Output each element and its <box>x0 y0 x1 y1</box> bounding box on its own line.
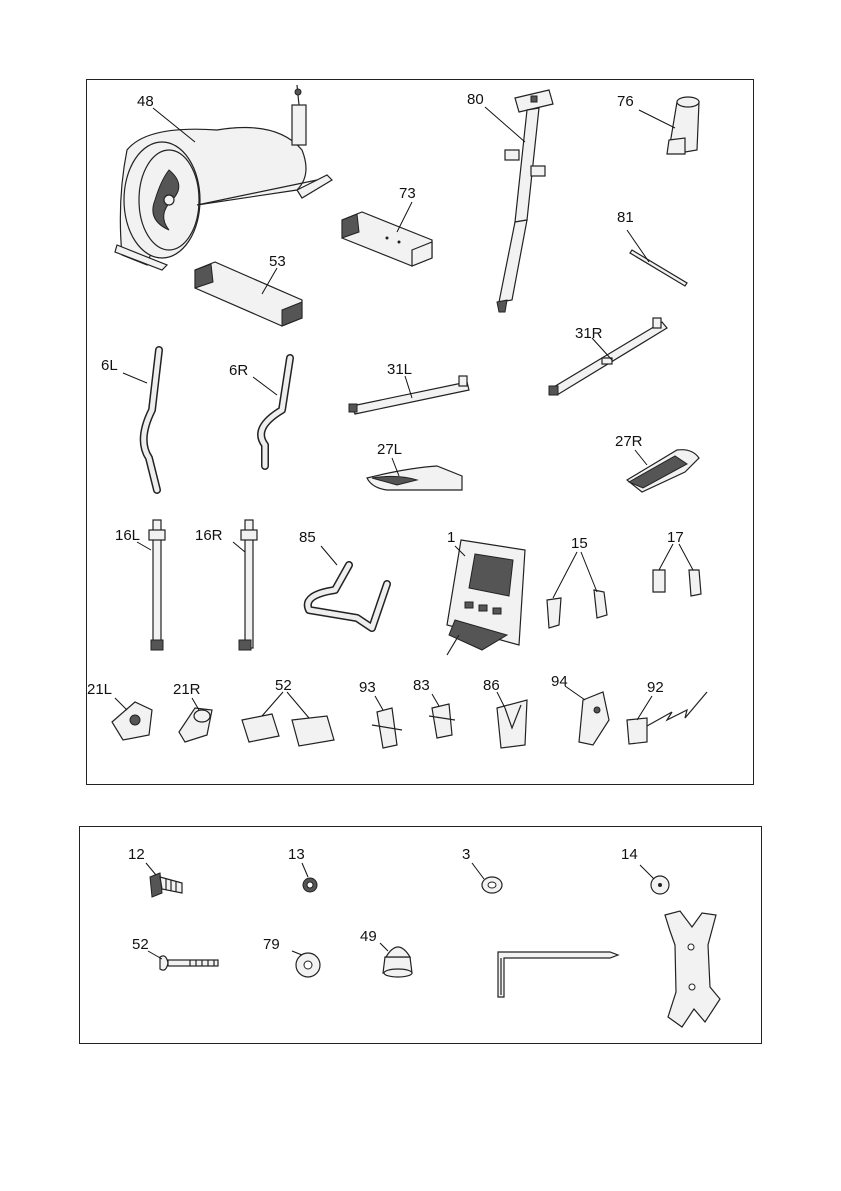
part-85-handlebar <box>308 546 387 628</box>
part-17-brackets <box>653 544 701 596</box>
hardware-3-washer <box>472 863 502 893</box>
part-16L-lower-arm <box>137 520 165 650</box>
part-73-front-stabilizer <box>342 202 432 266</box>
part-label-93: 93 <box>359 679 376 696</box>
part-label-48: 48 <box>137 93 154 110</box>
hardware-label-13: 13 <box>288 846 305 863</box>
part-27R-pedal <box>627 450 699 492</box>
part-93-bracket <box>372 696 402 748</box>
part-80-upright-post <box>485 90 553 312</box>
part-15-brackets <box>547 552 607 628</box>
part-label-27R: 27R <box>615 433 643 450</box>
hardware-label-3: 3 <box>462 846 470 863</box>
part-label-21L: 21L <box>87 681 112 698</box>
part-label-92: 92 <box>647 679 664 696</box>
part-21L-cover <box>112 698 152 740</box>
part-81-rod <box>627 230 687 286</box>
part-label-27L: 27L <box>377 441 402 458</box>
part-label-53: 53 <box>269 253 286 270</box>
part-52-sleeves <box>242 692 334 746</box>
hardware-label-14: 14 <box>621 846 638 863</box>
part-label-52: 52 <box>275 677 292 694</box>
hardware-label-12: 12 <box>128 846 145 863</box>
part-94-cover <box>565 686 609 745</box>
hardware-12-bolt <box>146 863 182 897</box>
part-label-31R: 31R <box>575 325 603 342</box>
part-label-94: 94 <box>551 673 568 690</box>
part-label-21R: 21R <box>173 681 201 698</box>
parts-panel: 48 80 76 73 81 53 <box>86 79 754 785</box>
part-6L-handlebar <box>123 350 159 490</box>
part-label-15: 15 <box>571 535 588 552</box>
part-21R-cover <box>179 698 212 742</box>
part-label-81: 81 <box>617 209 634 226</box>
hardware-label-49: 49 <box>360 928 377 945</box>
part-label-83: 83 <box>413 677 430 694</box>
hardware-14-washer <box>640 865 669 894</box>
part-92-sensor-cable <box>627 692 707 744</box>
part-48-main-frame <box>115 85 332 270</box>
allen-key-tool <box>498 952 618 997</box>
part-label-85: 85 <box>299 529 316 546</box>
wrench-tool <box>665 911 720 1027</box>
part-83-bracket <box>429 694 455 738</box>
part-31L-pedal-arm <box>349 376 469 414</box>
part-label-16L: 16L <box>115 527 140 544</box>
part-label-6R: 6R <box>229 362 248 379</box>
hardware-label-79: 79 <box>263 936 280 953</box>
part-label-73: 73 <box>399 185 416 202</box>
part-label-16R: 16R <box>195 527 223 544</box>
part-label-1: 1 <box>447 529 455 546</box>
part-label-86: 86 <box>483 677 500 694</box>
part-76-tube-clamp <box>639 97 699 154</box>
hardware-panel: 12 13 3 14 52 79 <box>79 826 762 1044</box>
part-31R-pedal-arm <box>549 318 667 395</box>
part-label-6L: 6L <box>101 357 118 374</box>
part-label-76: 76 <box>617 93 634 110</box>
part-1-console <box>447 540 525 655</box>
part-label-80: 80 <box>467 91 484 108</box>
hardware-52-carriage-bolt <box>148 951 218 970</box>
parts-diagram: 48 80 76 73 81 53 <box>87 80 755 786</box>
part-27L-pedal <box>367 458 462 490</box>
part-16R-lower-arm <box>233 520 257 650</box>
part-53-rear-stabilizer <box>195 262 302 326</box>
part-86-shroud <box>497 692 527 748</box>
part-label-17: 17 <box>667 529 684 546</box>
hardware-13-nut <box>302 863 317 892</box>
hardware-label-52: 52 <box>132 936 149 953</box>
hardware-diagram: 12 13 3 14 52 79 <box>80 827 763 1045</box>
hardware-79-washer <box>292 951 320 977</box>
part-6R-handlebar <box>253 358 290 466</box>
part-label-31L: 31L <box>387 361 412 378</box>
hardware-49-cap-nut <box>380 943 412 977</box>
